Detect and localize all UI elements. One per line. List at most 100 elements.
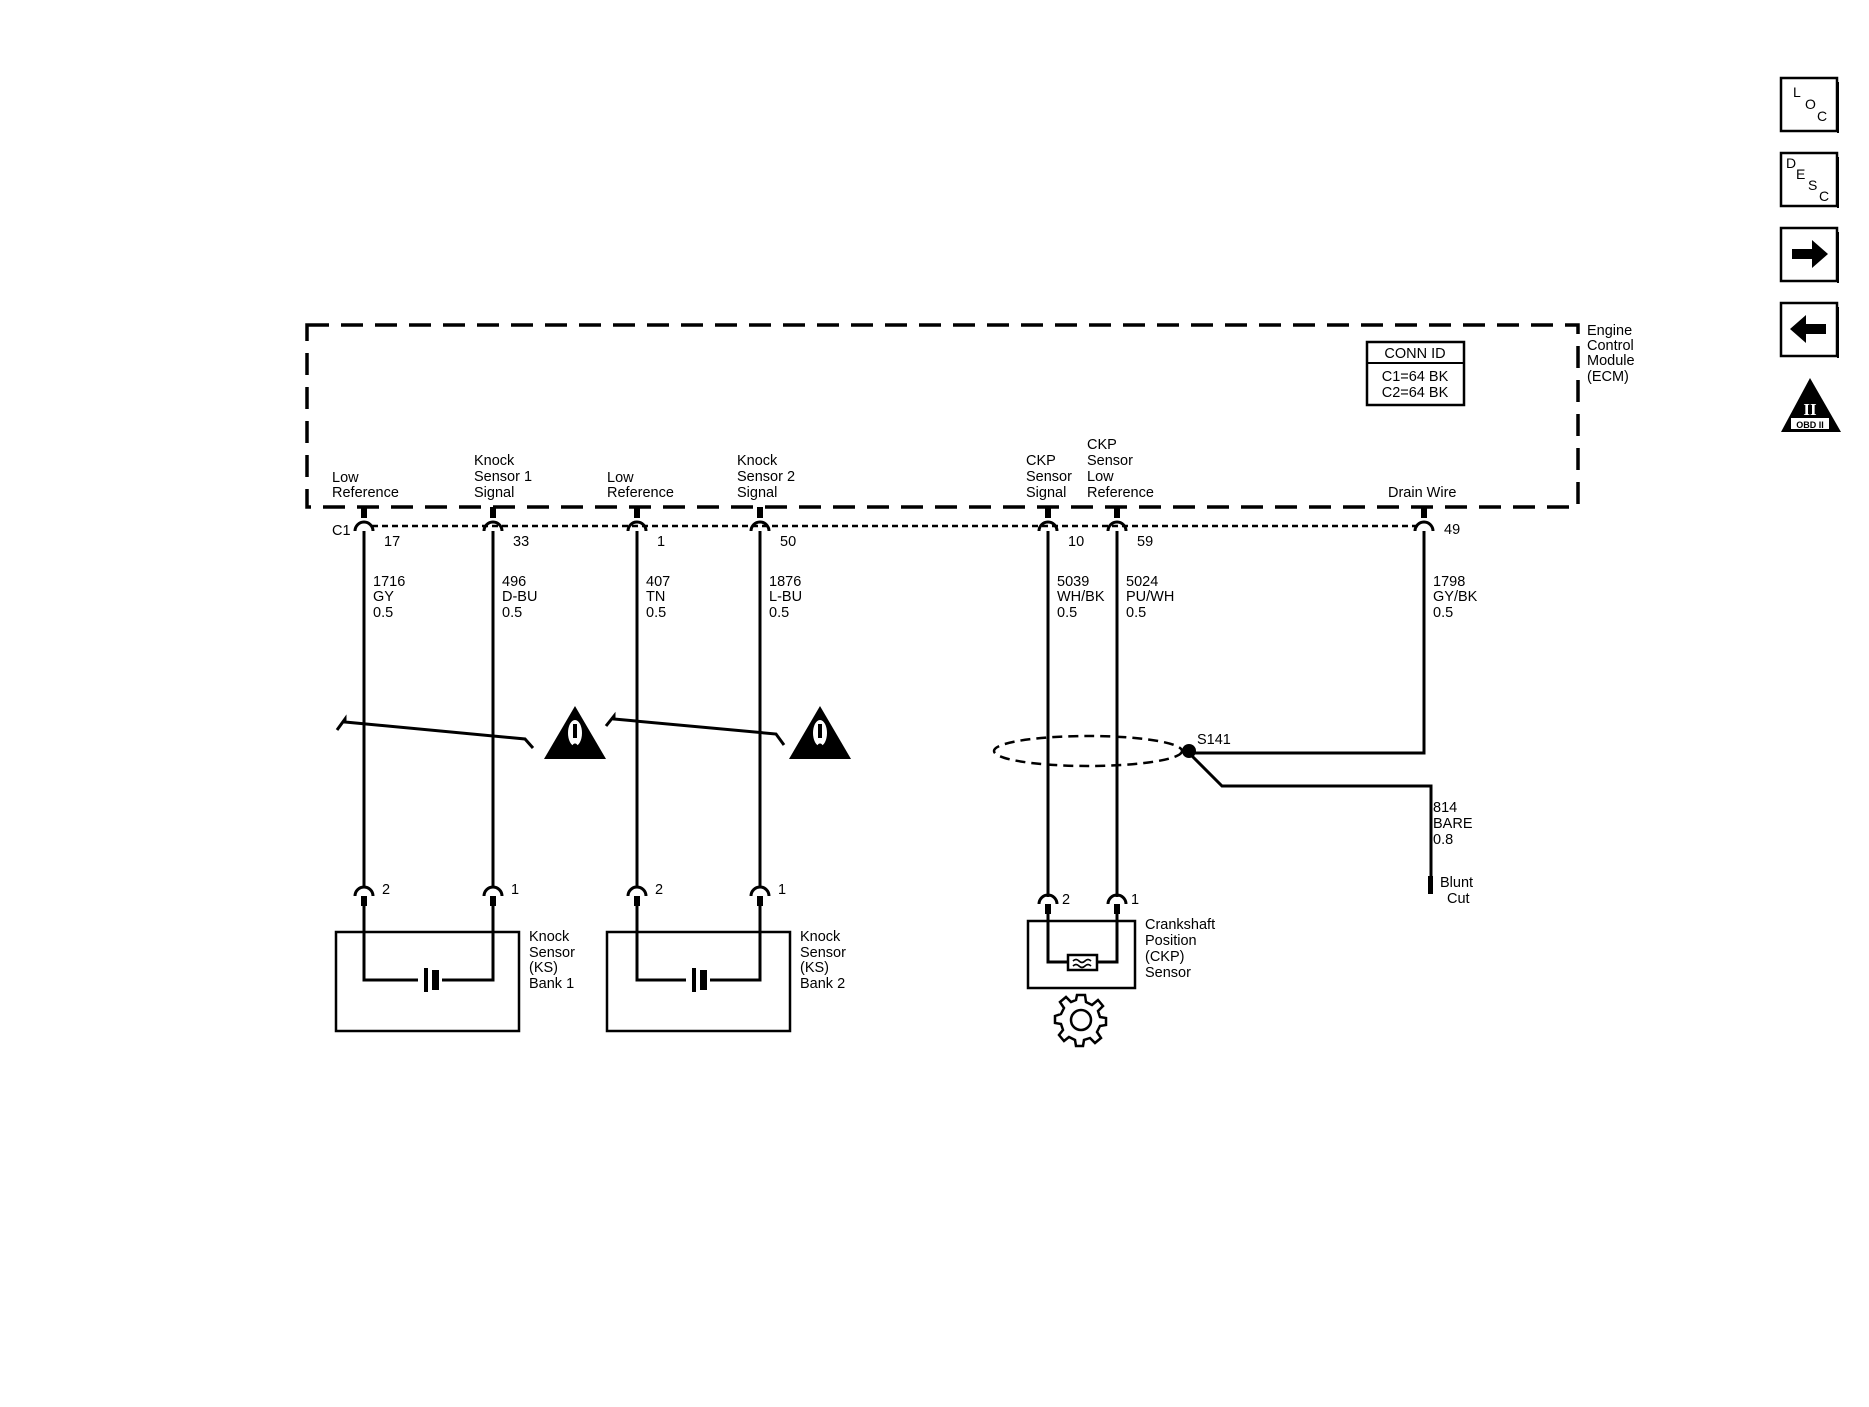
svg-text:Low: Low [332, 470, 359, 486]
wires [362, 531, 1433, 897]
svg-text:2: 2 [655, 882, 663, 898]
svg-text:0.5: 0.5 [373, 605, 393, 621]
sensor-terminal-ks1-1: 1 [482, 882, 519, 906]
pin-number: 10 [1068, 534, 1084, 550]
svg-text:O: O [1805, 96, 1816, 112]
svg-text:L: L [1793, 84, 1801, 100]
ecm-pin-label-5: CKP Sensor Signal [1026, 453, 1072, 501]
conn-id-box: CONN ID C1=64 BK C2=64 BK [1365, 340, 1466, 407]
svg-text:5024: 5024 [1126, 574, 1158, 590]
svg-text:CKP: CKP [1087, 437, 1117, 453]
svg-text:D: D [1786, 155, 1796, 171]
loc-button[interactable]: L O C [1779, 76, 1839, 133]
ecm-pin-label-4: Knock Sensor 2 Signal [737, 453, 795, 501]
svg-text:C: C [1817, 108, 1827, 124]
svg-text:Sensor: Sensor [529, 945, 575, 961]
svg-text:Bank 1: Bank 1 [529, 976, 574, 992]
sensor-terminal-ckp-1: 1 [1106, 892, 1139, 914]
svg-text:0.5: 0.5 [1126, 605, 1146, 621]
svg-text:C: C [1819, 188, 1829, 204]
svg-text:0.5: 0.5 [1433, 605, 1453, 621]
svg-text:Sensor: Sensor [1145, 965, 1191, 981]
svg-text:WH/BK: WH/BK [1057, 589, 1105, 605]
warning-icon [789, 706, 851, 759]
svg-text:496: 496 [502, 574, 526, 590]
desc-button[interactable]: D E S C [1779, 151, 1839, 208]
svg-text:OBD II: OBD II [1796, 420, 1824, 430]
svg-text:0.8: 0.8 [1433, 832, 1453, 848]
svg-text:Signal: Signal [1026, 485, 1066, 501]
gear-icon [1053, 993, 1108, 1048]
ecm-pin-label-7: Drain Wire [1388, 485, 1456, 501]
svg-text:Knock: Knock [737, 453, 778, 469]
svg-text:814: 814 [1433, 800, 1457, 816]
ecm-terminal-49: 49 [1413, 507, 1460, 538]
svg-text:Low: Low [607, 470, 634, 486]
knock-sensor-bank-1: Knock Sensor (KS) Bank 1 [334, 906, 575, 1033]
svg-text:Knock: Knock [474, 453, 515, 469]
wire-label-5024: 5024 PU/WH 0.5 [1126, 574, 1174, 621]
svg-text:Sensor: Sensor [800, 945, 846, 961]
pin-number: 49 [1444, 522, 1460, 538]
svg-text:Sensor: Sensor [1026, 469, 1072, 485]
sensor-terminal-ckp-2: 2 [1037, 892, 1070, 914]
svg-text:Blunt: Blunt [1440, 875, 1473, 891]
svg-text:(CKP): (CKP) [1145, 949, 1184, 965]
svg-text:Reference: Reference [1087, 485, 1154, 501]
svg-text:Knock: Knock [529, 929, 570, 945]
svg-text:D-BU: D-BU [502, 589, 537, 605]
svg-text:GY: GY [373, 589, 394, 605]
svg-text:1798: 1798 [1433, 574, 1465, 590]
pin-number: 59 [1137, 534, 1153, 550]
connector-label: C1 [332, 523, 351, 539]
svg-text:Sensor: Sensor [1087, 453, 1133, 469]
blunt-cut-end [1428, 876, 1433, 894]
warning-icon [544, 706, 606, 759]
pin-number: 33 [513, 534, 529, 550]
ecm-module-box [305, 323, 1580, 509]
svg-text:CKP: CKP [1026, 453, 1056, 469]
sensor-terminal-ks1-2: 2 [353, 882, 390, 906]
svg-text:E: E [1796, 166, 1805, 182]
svg-text:1: 1 [511, 882, 519, 898]
svg-text:2: 2 [382, 882, 390, 898]
ecm-name-line-4: (ECM) [1587, 369, 1629, 385]
svg-text:(KS): (KS) [800, 960, 829, 976]
svg-text:Low: Low [1087, 469, 1114, 485]
svg-text:(KS): (KS) [529, 960, 558, 976]
ecm-pin-label-6: CKP Sensor Low Reference [1087, 437, 1154, 501]
svg-text:0.5: 0.5 [502, 605, 522, 621]
wire-814 [1187, 751, 1433, 876]
arrow-right-icon [1792, 240, 1828, 268]
sensor-terminal-ks2-1: 1 [749, 882, 786, 906]
ecm-terminal-59: 59 [1106, 507, 1153, 550]
twisted-pair-symbol-2 [604, 711, 786, 746]
ecm-terminal-10: 10 [1037, 507, 1084, 550]
svg-text:Signal: Signal [737, 485, 777, 501]
wire-label-1798: 1798 GY/BK 0.5 [1433, 574, 1478, 621]
wire-label-5039: 5039 WH/BK 0.5 [1057, 574, 1105, 621]
svg-text:BARE: BARE [1433, 816, 1473, 832]
ecm-pin-label-1: Low Reference [332, 470, 399, 501]
svg-text:1: 1 [778, 882, 786, 898]
ecm-name-line-2: Control [1587, 338, 1634, 354]
obd-ii-button[interactable]: II OBD II [1781, 378, 1841, 432]
svg-text:1: 1 [1131, 892, 1139, 908]
svg-text:1716: 1716 [373, 574, 405, 590]
svg-text:Sensor 1: Sensor 1 [474, 469, 532, 485]
ecm-pin-label-2: Knock Sensor 1 Signal [474, 453, 532, 501]
svg-text:2: 2 [1062, 892, 1070, 908]
next-arrow-button[interactable] [1779, 226, 1839, 283]
previous-arrow-button[interactable] [1779, 301, 1839, 358]
sensor-terminal-ks2-2: 2 [626, 882, 663, 906]
svg-text:S: S [1808, 177, 1817, 193]
svg-text:0.5: 0.5 [769, 605, 789, 621]
blunt-cut-label: Blunt Cut [1440, 875, 1473, 907]
arrow-left-icon [1790, 315, 1826, 343]
wire-label-814: 814 BARE 0.8 [1433, 800, 1473, 848]
svg-text:GY/BK: GY/BK [1433, 589, 1478, 605]
knock-sensor-bank-2: Knock Sensor (KS) Bank 2 [605, 906, 846, 1033]
svg-text:407: 407 [646, 574, 670, 590]
wire-label-1716: 1716 GY 0.5 [373, 574, 405, 621]
svg-text:L-BU: L-BU [769, 589, 802, 605]
